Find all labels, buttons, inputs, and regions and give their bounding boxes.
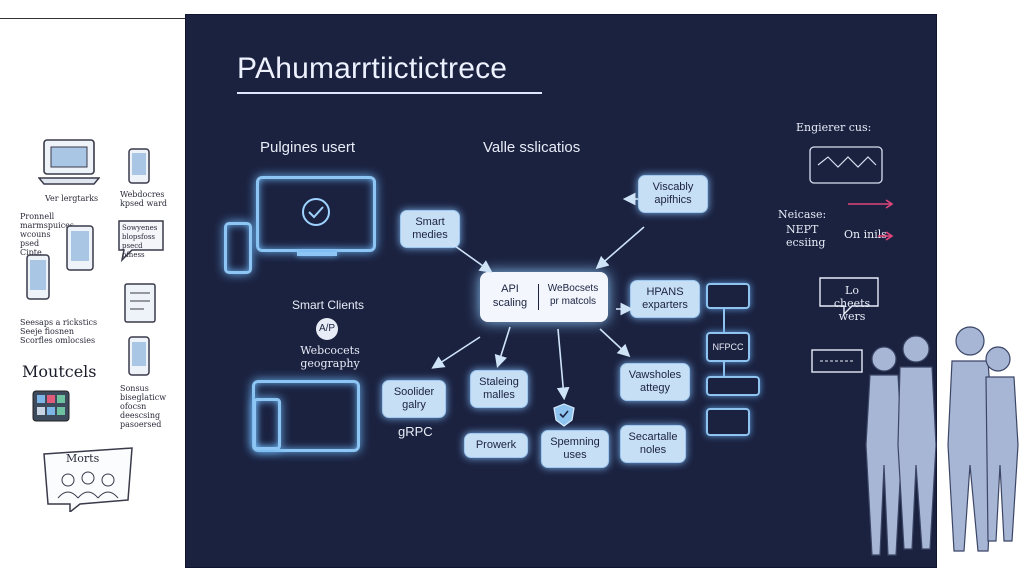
nept-note: NEPT ecsiing — [786, 223, 826, 249]
small-monitor-icon — [810, 348, 864, 378]
phone-icon — [128, 148, 150, 184]
app-grid-icon — [32, 390, 70, 422]
flow-line-1 — [723, 308, 725, 332]
monitor-stand — [297, 252, 337, 256]
moutcels-label: Moutcels — [22, 362, 97, 381]
people-group-illustration — [865, 326, 1019, 556]
flow-box-1 — [706, 283, 750, 309]
whiteboard-frame — [0, 18, 186, 564]
phone-icon-glow — [224, 222, 252, 274]
shield-icon — [552, 402, 576, 428]
note-text-1: Pronnell marmspuices wcouns psed Cipte — [20, 212, 75, 257]
bullet-item: Scorfles omlocsies — [20, 336, 96, 345]
flow-box-3 — [706, 376, 760, 396]
engineer-note: Engierer cus: — [796, 121, 872, 134]
note-text-3: Sonsus biseglaticw ofocsn deescsing paso… — [120, 384, 167, 429]
neicase-note: Neicase: — [778, 208, 827, 221]
lo-cheets-note: Lo cheets wers — [833, 284, 871, 323]
divider — [538, 284, 539, 310]
phone-icon-3 — [128, 336, 150, 376]
node-soolider: Soolider galry — [382, 380, 446, 418]
phone-icon-2 — [26, 254, 50, 300]
nfpcc-box: NFPCC — [706, 332, 750, 362]
document-icon — [124, 283, 156, 323]
api-scaling-label: API scaling — [492, 283, 528, 309]
node-hpans: HPANS exparters — [630, 280, 700, 318]
laptop-icon — [37, 138, 101, 186]
laptop-caption: Ver lergtarks — [45, 194, 99, 203]
grpc-label: gRPC — [398, 424, 433, 439]
node-viscably: Viscably apifhics — [638, 175, 708, 213]
flow-line-2 — [723, 360, 725, 376]
bullet-list: Seesaps a rickstics Seeje fiosnen Scorfl… — [20, 318, 100, 345]
speech-bubble-icon — [116, 218, 166, 263]
connector-arrows — [431, 192, 645, 401]
webcoets-label: Webcocets geography — [300, 344, 360, 370]
bullet-item: Seesaps a rickstics — [20, 318, 98, 327]
api-badge: A/P — [316, 318, 338, 340]
board-title: PAhumarrtiictictrece — [237, 52, 508, 85]
api-gateway-node: API scaling WeBocsets pr matcols — [480, 272, 608, 322]
on-inils-note: On inils — [844, 228, 887, 241]
morts-label: Morts — [66, 452, 100, 465]
smart-clients-label: Smart Clients — [292, 298, 365, 312]
phone-caption: Webdocres kpsed ward — [120, 190, 168, 208]
center-heading: Valle sslicatios — [483, 139, 581, 156]
node-vawsholes: Vawsholes attegy — [620, 363, 690, 401]
flow-box-4 — [706, 408, 750, 436]
node-secartalle: Secartalle noles — [620, 425, 686, 463]
node-prowerk: Prowerk — [464, 433, 528, 458]
group-sketch-icon — [40, 446, 136, 514]
speech-text: Sowyenes blopsfoss psecd ofhess — [122, 224, 158, 259]
tablet-icon — [66, 225, 94, 271]
bullet-item: Seeje fiosnen — [20, 327, 75, 336]
tablet-icon-glow — [253, 398, 281, 450]
sketch-diagram-icon — [808, 145, 884, 187]
pink-arrows — [848, 199, 894, 241]
monitor-icon — [256, 176, 376, 252]
node-spemming: Spemning uses — [541, 430, 609, 468]
websockets-label: WeBocsets pr matcols — [547, 283, 599, 307]
chat-bubble-icon — [818, 276, 880, 316]
title-underline — [237, 92, 542, 94]
node-staleing: Staleing malles — [470, 370, 528, 408]
left-heading: Pulgines usert — [260, 139, 356, 156]
